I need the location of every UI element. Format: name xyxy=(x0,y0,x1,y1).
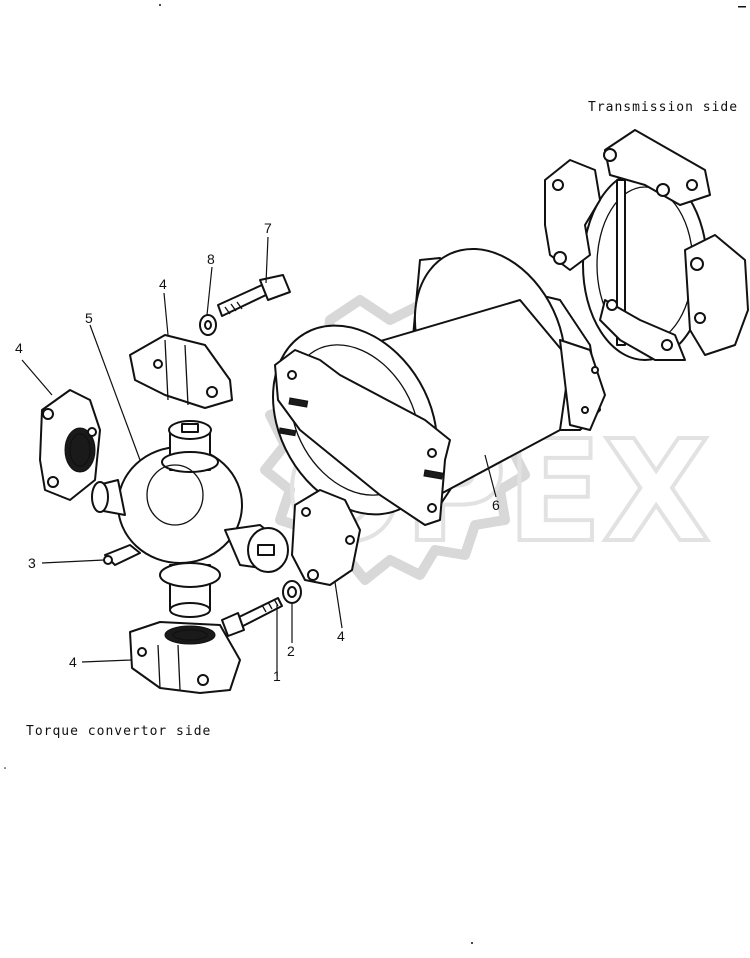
callout-7: 7 xyxy=(264,220,272,236)
callout-1: 1 xyxy=(273,668,281,684)
torque-convertor-side-caption: Torque convertor side xyxy=(26,724,212,739)
callout-4-lower: 4 xyxy=(69,654,77,670)
callout-2: 2 xyxy=(287,643,295,659)
part-4-bearing-cap-lower xyxy=(129,621,241,694)
callout-4-left: 4 xyxy=(15,340,23,356)
callout-8: 8 xyxy=(207,251,215,267)
part-5-spider xyxy=(91,420,289,618)
callout-4-right: 4 xyxy=(337,628,345,644)
transmission-side-coupling xyxy=(544,129,749,361)
part-2-washer-lower xyxy=(282,580,302,604)
callout-3: 3 xyxy=(28,555,36,571)
part-3-grease-fitting xyxy=(103,544,141,566)
callout-6: 6 xyxy=(492,497,500,513)
callout-4-upper: 4 xyxy=(159,276,167,292)
part-4-bearing-cap-right xyxy=(291,489,361,586)
part-7-bolt-upper xyxy=(217,274,291,317)
callout-5: 5 xyxy=(85,310,93,326)
scan-specks xyxy=(4,4,746,944)
part-4-bearing-cap-left xyxy=(39,389,101,501)
transmission-side-caption: Transmission side xyxy=(588,100,739,115)
part-8-washer-upper xyxy=(199,314,217,336)
part-6-housing xyxy=(272,247,606,526)
part-4-bearing-cap-upper xyxy=(129,334,233,409)
callout-leaders xyxy=(21,236,497,676)
part-1-bolt-lower xyxy=(221,597,283,637)
